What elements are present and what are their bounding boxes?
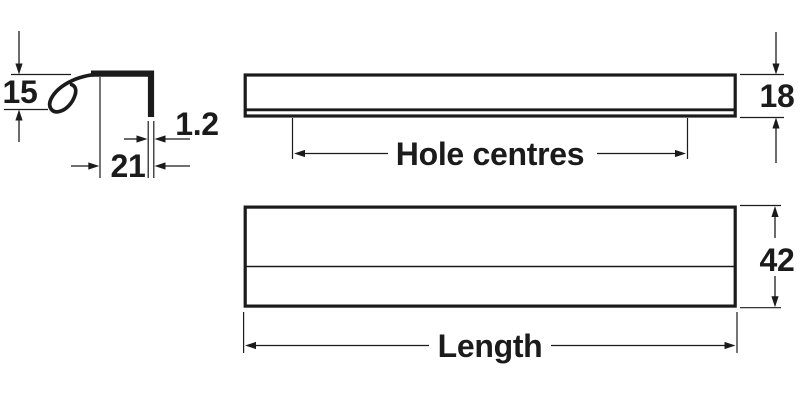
profile-section-view [4,31,190,178]
dim42-arrow-down-icon [771,296,779,308]
dimension-label-profile-height: 15 [2,74,38,110]
dim12-arrow-left-icon [154,135,166,143]
length-arrow-left-icon [245,341,256,350]
dimension-label-side-height: 18 [759,78,795,114]
side-view [243,32,784,163]
dim15-arrow-up-icon [15,109,23,121]
profile-curl-lip [47,72,101,114]
dim12-arrow-right-icon [136,135,148,143]
dim21-arrow-right-icon [88,162,100,170]
dimension-label-material-thickness: 1.2 [175,106,219,142]
dimension-label-profile-depth: 21 [110,148,146,184]
length-arrow-right-icon [724,341,736,350]
dim18-arrow-down-icon [772,63,780,75]
front-view [243,204,781,353]
dim21-arrow-left-icon [154,162,166,170]
dim18-arrow-up-icon [772,117,780,129]
dim42-arrow-up-icon [771,206,779,217]
hole-centres-arrow-left-icon [294,149,305,158]
profile-bar-and-leg [91,70,155,117]
dimension-label-front-height: 42 [759,242,795,278]
dimension-label-length: Length [437,328,543,364]
hole-centres-arrow-right-icon [675,149,686,158]
handle-front-outline [243,205,737,308]
dimension-label-hole-centres: Hole centres [395,136,585,172]
dim15-arrow-down-icon [15,63,23,75]
